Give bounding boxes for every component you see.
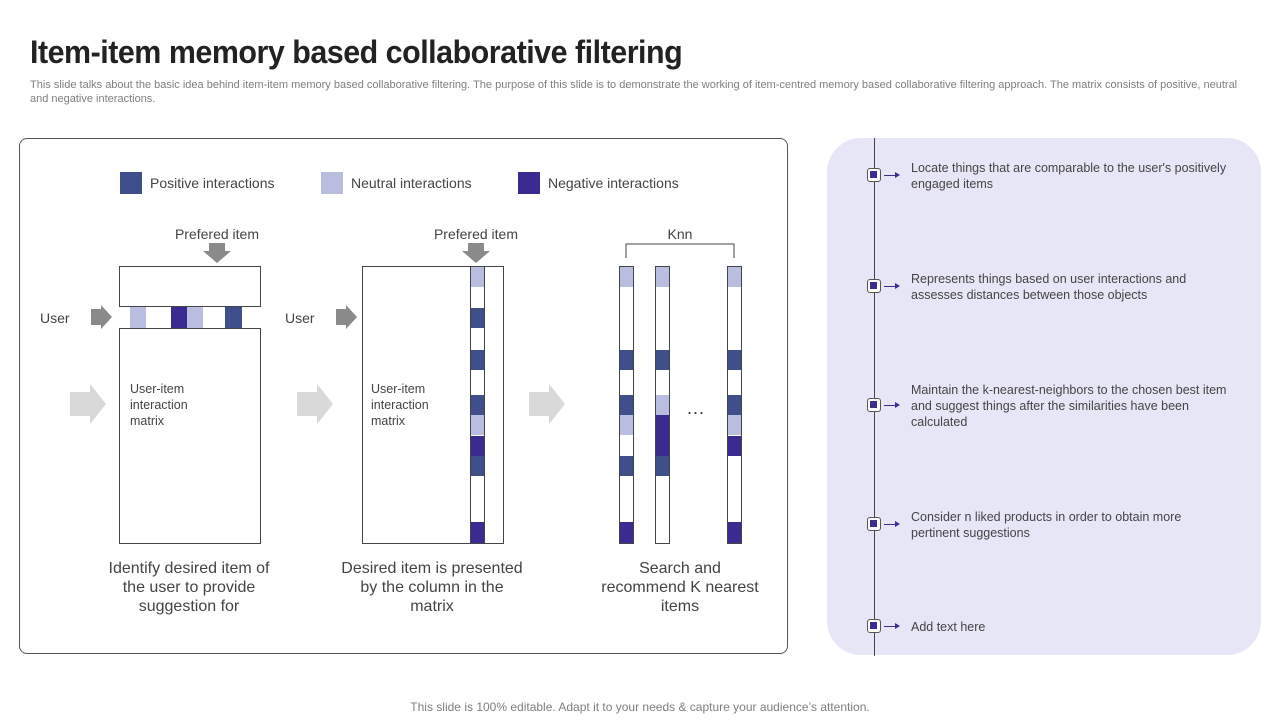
legend-negative-label: Negative interactions bbox=[548, 175, 679, 191]
knn-cell-positive bbox=[620, 456, 633, 476]
step2-cell-positive bbox=[471, 456, 484, 476]
knn-cell-positive bbox=[656, 350, 669, 370]
step1-user-label: User bbox=[40, 310, 70, 326]
footer-note: This slide is 100% editable. Adapt it to… bbox=[410, 700, 870, 714]
timeline-line bbox=[874, 138, 875, 656]
timeline-node-2 bbox=[867, 279, 881, 293]
pref-arrow-2 bbox=[462, 243, 490, 263]
step2-cell-neutral bbox=[471, 415, 484, 435]
page-subtitle: This slide talks about the basic idea be… bbox=[30, 79, 1238, 105]
step1-caption: Identify desired item of the user to pro… bbox=[108, 560, 270, 615]
step2-caption: Desired item is presented by the column … bbox=[341, 560, 523, 615]
knn-cell-neutral bbox=[656, 267, 669, 287]
step2-cell-neutral bbox=[471, 267, 484, 287]
legend-positive-label: Positive interactions bbox=[150, 175, 275, 191]
timeline-arrow-3 bbox=[884, 402, 900, 408]
knn-cell-positive bbox=[620, 395, 633, 415]
knn-cell-negative bbox=[728, 522, 741, 543]
timeline-text-5: Add text here bbox=[911, 620, 986, 634]
step1-preferred-label: Prefered item bbox=[174, 226, 260, 242]
timeline-node-4 bbox=[867, 517, 881, 531]
knn-cell-negative bbox=[620, 522, 633, 543]
step2-cell-positive bbox=[471, 395, 484, 415]
user-arrow-1 bbox=[91, 305, 112, 329]
step2-preferred-label: Prefered item bbox=[433, 226, 519, 242]
legend-neutral: Neutral interactions bbox=[321, 172, 472, 194]
timeline-node-3 bbox=[867, 398, 881, 412]
knn-cell-positive bbox=[728, 350, 741, 370]
knn-cell-neutral bbox=[728, 415, 741, 435]
timeline-text-3: Maintain the k-nearest-neighbors to the … bbox=[911, 383, 1227, 429]
knn-cell-neutral bbox=[656, 395, 669, 415]
step1-cell-neutral bbox=[130, 307, 146, 328]
legend-negative: Negative interactions bbox=[518, 172, 679, 194]
step2-cell-negative bbox=[471, 436, 484, 456]
knn-label: Knn bbox=[667, 226, 693, 242]
step2-cell-positive bbox=[471, 308, 484, 328]
step2-cell-negative bbox=[471, 522, 484, 543]
flow-arrow-3 bbox=[529, 384, 565, 424]
knn-cell-negative bbox=[656, 415, 669, 456]
legend-positive-swatch bbox=[120, 172, 142, 194]
diagram-panel bbox=[19, 138, 788, 654]
legend-positive: Positive interactions bbox=[120, 172, 275, 194]
knn-cell-negative bbox=[728, 436, 741, 456]
flow-arrow-2 bbox=[297, 384, 333, 424]
timeline-arrow-5 bbox=[884, 623, 900, 629]
user-arrow-2 bbox=[336, 305, 357, 329]
step1-cell-negative bbox=[171, 307, 187, 328]
knn-cell-positive bbox=[656, 456, 669, 476]
timeline-text-2: Represents things based on user interact… bbox=[911, 272, 1187, 302]
pref-arrow-1 bbox=[203, 243, 231, 263]
timeline-text-4: Consider n liked products in order to ob… bbox=[911, 510, 1182, 540]
timeline-arrow-2 bbox=[884, 283, 900, 289]
step1-cell-positive bbox=[225, 307, 242, 328]
step3-caption: Search and recommend K nearest items bbox=[601, 560, 759, 615]
knn-ellipsis: ... bbox=[687, 398, 706, 418]
page-title: Item-item memory based collaborative fil… bbox=[30, 34, 683, 70]
timeline-node-1 bbox=[867, 168, 881, 182]
timeline-text-1: Locate things that are comparable to the… bbox=[911, 161, 1227, 191]
flow-arrow-1 bbox=[70, 384, 106, 424]
knn-cell-neutral bbox=[620, 267, 633, 287]
step2-matrix-label: User-item interaction matrix bbox=[371, 382, 429, 428]
knn-cell-neutral bbox=[728, 267, 741, 287]
step1-matrix-label: User-item interaction matrix bbox=[130, 382, 188, 428]
step1-cell-neutral bbox=[187, 307, 203, 328]
step2-user-label: User bbox=[285, 310, 315, 326]
knn-cell-positive bbox=[620, 350, 633, 370]
legend-neutral-swatch bbox=[321, 172, 343, 194]
timeline-node-5 bbox=[867, 619, 881, 633]
timeline-panel bbox=[827, 138, 1261, 655]
legend-neutral-label: Neutral interactions bbox=[351, 175, 472, 191]
knn-cell-positive bbox=[728, 395, 741, 415]
timeline-arrow-4 bbox=[884, 521, 900, 527]
knn-cell-neutral bbox=[620, 415, 633, 435]
timeline-arrow-1 bbox=[884, 172, 900, 178]
legend-negative-swatch bbox=[518, 172, 540, 194]
knn-bracket bbox=[625, 243, 735, 258]
step2-cell-positive bbox=[471, 350, 484, 370]
